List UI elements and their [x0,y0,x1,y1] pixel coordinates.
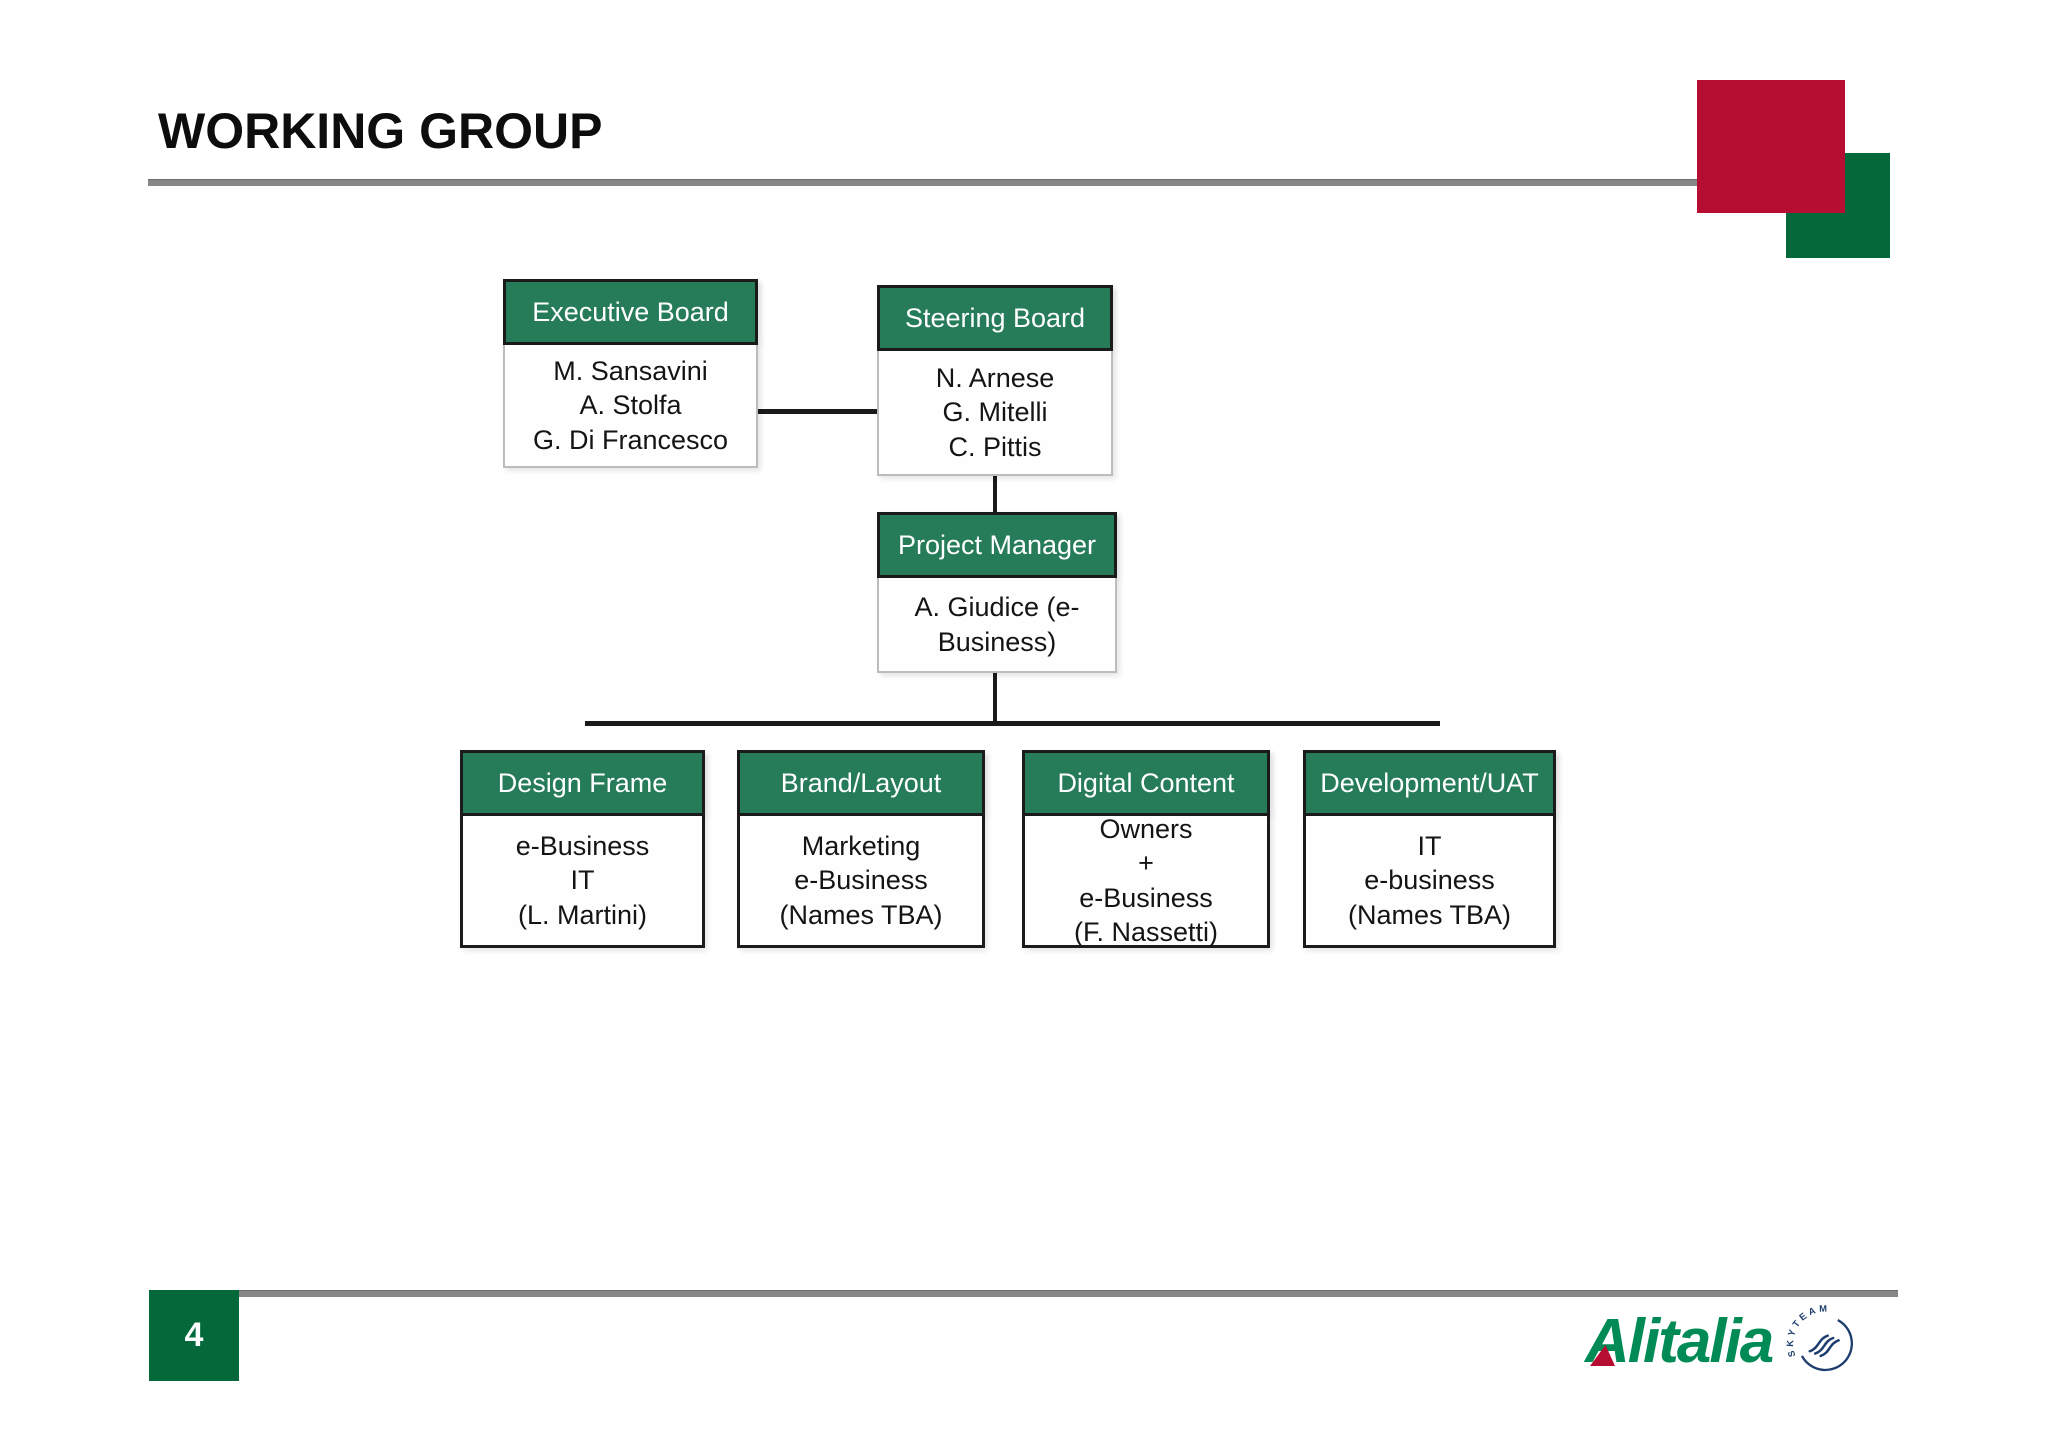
connector-pm-to-teams [993,673,997,723]
connector-teams-bus [585,721,1440,726]
connector-exec-steering [758,409,877,414]
node-project-manager: Project Manager A. Giudice (e- Business) [877,512,1117,673]
node-executive-board-members: M. Sansavini A. Stolfa G. Di Francesco [503,345,758,468]
node-design-frame-members: e-Business IT (L. Martini) [460,816,705,948]
node-executive-board-title: Executive Board [503,279,758,345]
footer-rule [150,1290,1898,1297]
skyteam-circle-icon [1801,1319,1854,1372]
node-project-manager-title: Project Manager [877,512,1117,578]
node-executive-board: Executive Board M. Sansavini A. Stolfa G… [503,279,758,468]
node-design-frame: Design Frame e-Business IT (L. Martini) [460,750,705,948]
node-steering-board-title: Steering Board [877,285,1113,351]
connector-steering-to-pm [993,476,997,512]
page-number-badge: 4 [149,1290,239,1381]
skyteam-swoosh-icon [1808,1334,1841,1358]
node-brand-layout-members: Marketing e-Business (Names TBA) [737,816,985,948]
alitalia-logo: Alitalia SKYTEAM [1585,1300,1862,1384]
alitalia-wordmark: Alitalia [1585,1311,1774,1373]
node-steering-board: Steering Board N. Arnese G. Mitelli C. P… [877,285,1113,476]
node-brand-layout-title: Brand/Layout [737,750,985,816]
node-design-frame-title: Design Frame [460,750,705,816]
skyteam-logo-icon: SKYTEAM [1785,1304,1854,1372]
node-brand-layout: Brand/Layout Marketing e-Business (Names… [737,750,985,948]
skyteam-arc-text: SKYTEAM [1785,1304,1830,1358]
node-steering-board-members: N. Arnese G. Mitelli C. Pittis [877,351,1113,476]
node-project-manager-members: A. Giudice (e- Business) [877,578,1117,673]
node-development-uat: Development/UAT IT e-business (Names TBA… [1303,750,1556,948]
title-rule [148,179,1697,186]
page-title: WORKING GROUP [158,103,603,159]
node-development-uat-title: Development/UAT [1303,750,1556,816]
node-development-uat-members: IT e-business (Names TBA) [1303,816,1556,948]
node-digital-content: Digital Content Owners + e-Business (F. … [1022,750,1270,948]
alitalia-wordmark-text: Alitalia [1585,1307,1774,1376]
node-digital-content-title: Digital Content [1022,750,1270,816]
node-digital-content-members: Owners + e-Business (F. Nassetti) [1022,814,1270,948]
decor-red-square [1697,80,1845,213]
